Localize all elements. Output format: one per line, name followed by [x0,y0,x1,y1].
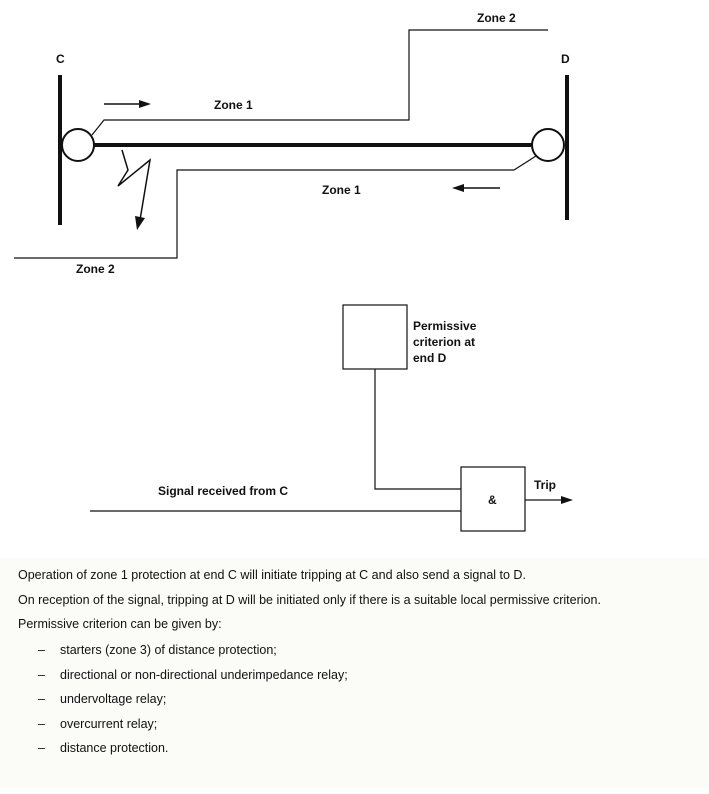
label-zone2-top: Zone 2 [477,11,516,25]
caption-line-3: Permissive criterion can be given by: [18,617,222,631]
and-gate [460,466,526,532]
label-end-d: D [561,52,570,66]
list-item: –distance protection. [38,741,169,755]
fault-lightning-icon [117,149,152,230]
list-item: –undervoltage relay; [38,692,167,706]
caption-line-1: Operation of zone 1 protection at end C … [18,568,526,582]
label-trip: Trip [534,478,557,492]
label-permissive-criterion: Permissive criterion at end D [413,319,477,365]
list-item: –starters (zone 3) of distance protectio… [38,643,277,657]
list-item: –overcurrent relay; [38,716,158,731]
permissive-criterion-box [342,304,408,370]
caption-line-2: On reception of the signal, tripping at … [18,593,601,607]
list-item: –directional or non-directional underimp… [38,667,348,682]
zone1-reach-d [14,155,537,259]
trip-output-arrow-icon [525,496,573,504]
label-and-gate: & [488,493,497,507]
label-signal-received: Signal received from C [158,484,289,498]
caption-panel: Operation of zone 1 protection at end C … [0,558,709,788]
permissive-wire [374,369,461,490]
relay-d [531,128,565,162]
label-zone1-lower: Zone 1 [322,183,361,197]
arrow-left-icon [452,184,500,192]
label-end-c: C [56,52,65,66]
zone1-reach-c [91,29,548,136]
criteria-list: –starters (zone 3) of distance protectio… [38,642,348,765]
arrow-right-icon [104,100,151,108]
label-zone2-bottom: Zone 2 [76,262,115,276]
label-zone1-upper: Zone 1 [214,98,253,112]
permissive-underreach-diagram [14,29,573,532]
relay-c [61,128,95,162]
